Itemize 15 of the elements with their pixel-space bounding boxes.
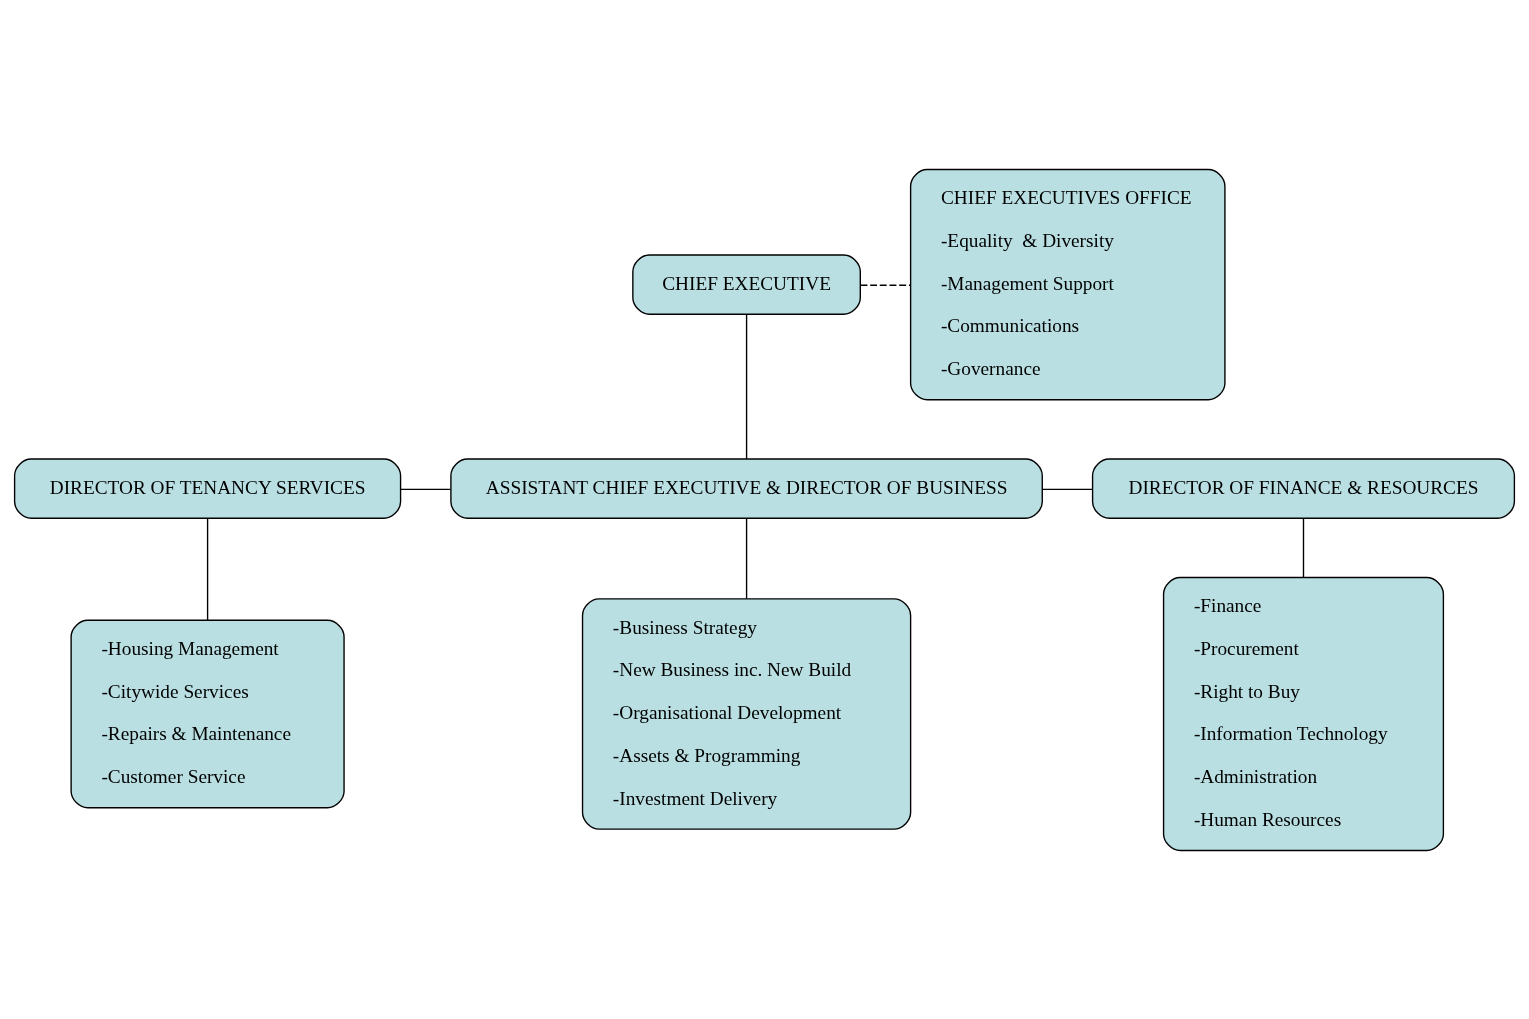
node-box: -Business Strategy -New Business inc. New Build -Organisational Development -Assets & Programming -Investment Delivery (581, 597, 912, 830)
node-box: ASSISTANT CHIEF EXECUTIVE & DIRECTOR OF BUSINESS (450, 457, 1043, 519)
connector (1041, 488, 1094, 490)
node-box: DIRECTOR OF TENANCY SERVICES (13, 457, 402, 519)
connector (1302, 517, 1305, 578)
connector (399, 488, 452, 490)
connector (745, 517, 748, 599)
node-box: -Finance -Procurement -Right to Buy -Information Technology -Administration -Human Resources (1162, 576, 1445, 851)
connector (745, 313, 748, 460)
node-box: -Housing Management -Citywide Services -Repairs & Maintenance -Customer Service (70, 619, 345, 808)
node-box: CHIEF EXECUTIVES OFFICE -Equality & Diversity -Management Support -Communications -Governance (909, 168, 1226, 400)
connector (206, 517, 209, 621)
connector (860, 284, 911, 286)
node-box: DIRECTOR OF FINANCE & RESOURCES (1091, 457, 1516, 519)
node-box: CHIEF EXECUTIVE (632, 253, 861, 315)
